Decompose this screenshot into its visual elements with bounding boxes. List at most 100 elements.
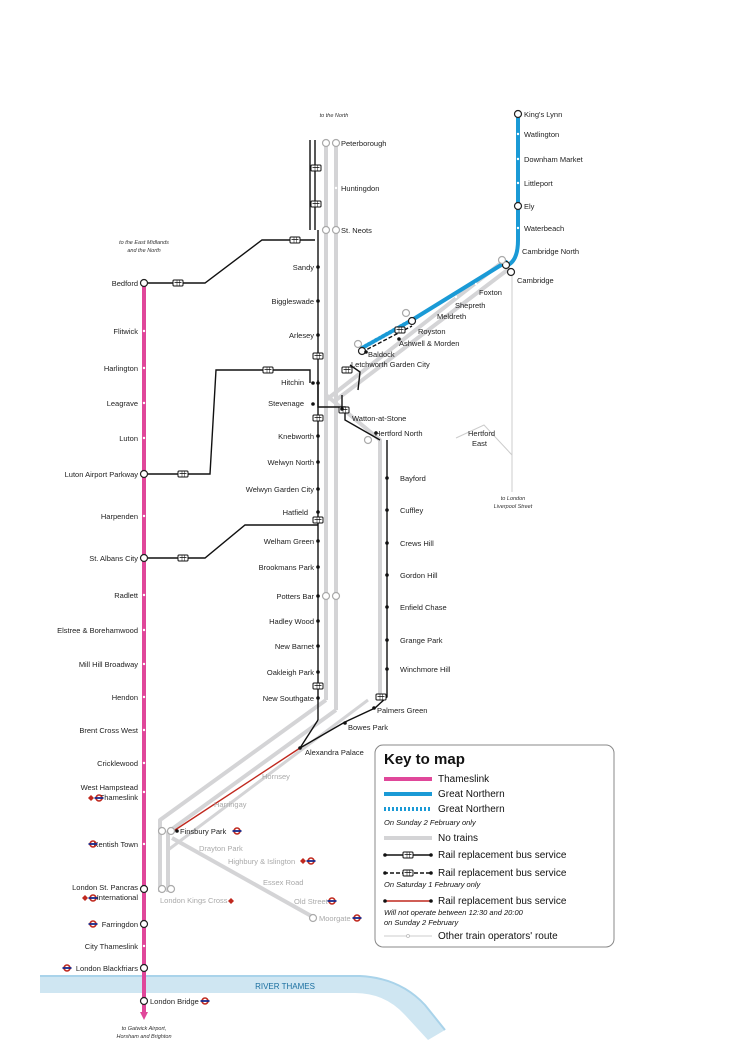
station-highbury: Highbury & Islington xyxy=(228,857,295,866)
station-sandy: Sandy xyxy=(293,263,315,272)
key-item-bus-saturday: Rail replacement bus service xyxy=(438,868,567,879)
stations-london: Hornsey Harringay Finsbury Park Drayton … xyxy=(157,772,363,923)
station-bedford: Bedford xyxy=(112,279,138,288)
note-east-midlands-1: to the East Midlands xyxy=(119,240,169,246)
station-littleport: Littleport xyxy=(524,179,554,188)
station-letchworth: Letchworth Garden City xyxy=(351,360,430,369)
key-title: Key to map xyxy=(384,751,465,768)
station-oakleigh-park: Oakleigh Park xyxy=(267,668,314,677)
station-kings-cross: London Kings Cross xyxy=(160,896,228,905)
key-item-great-northern-sunday: Great Northern xyxy=(438,804,505,815)
station-st-pancras-2: International xyxy=(97,893,139,902)
station-knebworth: Knebworth xyxy=(278,432,314,441)
station-meldreth: Meldreth xyxy=(437,312,466,321)
station-hitchin: Hitchin xyxy=(281,378,304,387)
station-harpenden: Harpenden xyxy=(101,512,138,521)
note-liverpool-street-1: to London xyxy=(501,496,525,502)
station-hertford-north: Hertford North xyxy=(375,429,423,438)
station-bayford: Bayford xyxy=(400,474,426,483)
note-gatwick-2: Horsham and Brighton xyxy=(116,1034,171,1040)
station-cambridge-north: Cambridge North xyxy=(522,247,579,256)
stations-fen: King's Lynn Watlington Downham Market Li… xyxy=(351,109,584,448)
station-old-street: Old Street xyxy=(294,897,329,906)
station-foxton: Foxton xyxy=(479,288,502,297)
station-hadley-wood: Hadley Wood xyxy=(269,617,314,626)
other-operator-route xyxy=(455,270,513,492)
key-item-bus-red-note-1: Will not operate between 12:30 and 20:00 xyxy=(384,908,524,917)
station-harringay: Harringay xyxy=(214,800,247,809)
station-winchmore-hill: Winchmore Hill xyxy=(400,665,451,674)
station-royston: Royston xyxy=(418,327,446,336)
direction-notes: to the North to the East Midlands and th… xyxy=(116,113,532,1040)
station-hatfield: Hatfield xyxy=(283,508,308,517)
station-elstree: Elstree & Borehamwood xyxy=(57,626,138,635)
key-item-other-operators: Other train operators' route xyxy=(438,931,558,942)
station-brookmans-park: Brookmans Park xyxy=(259,563,315,572)
station-watton-at-stone: Watton-at-Stone xyxy=(352,414,406,423)
station-grange-park: Grange Park xyxy=(400,636,443,645)
station-harlington: Harlington xyxy=(104,364,138,373)
station-kentish-town: Kentish Town xyxy=(94,840,138,849)
station-luton-airport: Luton Airport Parkway xyxy=(65,470,139,479)
key-item-great-northern: Great Northern xyxy=(438,789,505,800)
station-huntingdon: Huntingdon xyxy=(341,184,379,193)
note-liverpool-street-2: Liverpool Street xyxy=(494,504,533,510)
station-enfield-chase: Enfield Chase xyxy=(400,603,447,612)
station-gordon-hill: Gordon Hill xyxy=(400,571,438,580)
station-hornsey: Hornsey xyxy=(262,772,290,781)
station-cricklewood: Cricklewood xyxy=(97,759,138,768)
station-shepreth: Shepreth xyxy=(455,301,485,310)
station-essex-road: Essex Road xyxy=(263,878,303,887)
note-east-midlands-2: and the North xyxy=(127,248,160,254)
station-stevenage: Stevenage xyxy=(268,399,304,408)
station-hertford-east-1: Hertford xyxy=(468,429,495,438)
stations-thameslink: Bedford Flitwick Harlington Leagrave Lut… xyxy=(57,278,211,1006)
note-to-north: to the North xyxy=(320,113,349,119)
station-city-thameslink: City Thameslink xyxy=(85,942,138,951)
key-item-no-trains: No trains xyxy=(438,833,478,844)
station-st-neots: St. Neots xyxy=(341,226,372,235)
key-item-bus-saturday-note: On Saturday 1 February only xyxy=(384,880,482,889)
station-finsbury-park: Finsbury Park xyxy=(180,827,227,836)
station-new-barnet: New Barnet xyxy=(275,642,315,651)
stations-ecml: Peterborough Huntingdon St. Neots Sandy … xyxy=(246,138,386,703)
station-london-bridge: London Bridge xyxy=(150,997,199,1006)
station-farringdon: Farringdon xyxy=(102,920,138,929)
river-thames: RIVER THAMES xyxy=(40,975,446,1040)
station-welham-green: Welham Green xyxy=(264,537,314,546)
station-hendon: Hendon xyxy=(112,693,138,702)
station-st-pancras-1: London St. Pancras xyxy=(72,883,138,892)
map-key: Key to map Thameslink Great Northern Gre… xyxy=(374,744,615,948)
note-gatwick-1: to Gatwick Airport, xyxy=(122,1026,167,1032)
station-drayton-park: Drayton Park xyxy=(199,844,243,853)
station-baldock: Baldock xyxy=(368,350,395,359)
station-welwyn-north: Welwyn North xyxy=(267,458,314,467)
station-potters-bar: Potters Bar xyxy=(276,592,314,601)
station-cambridge: Cambridge xyxy=(517,276,554,285)
station-new-southgate: New Southgate xyxy=(263,694,314,703)
station-peterborough: Peterborough xyxy=(341,139,386,148)
station-arlesey: Arlesey xyxy=(289,331,314,340)
station-mill-hill: Mill Hill Broadway xyxy=(79,660,138,669)
key-item-bus: Rail replacement bus service xyxy=(438,850,567,861)
station-kings-lynn: King's Lynn xyxy=(524,110,562,119)
station-leagrave: Leagrave xyxy=(107,399,138,408)
station-ely: Ely xyxy=(524,202,535,211)
thameslink-line xyxy=(140,283,148,1020)
stations-hertford-loop: Watton-at-Stone Hertford North Bayford C… xyxy=(298,407,451,757)
station-luton: Luton xyxy=(119,434,138,443)
station-alexandra-palace: Alexandra Palace xyxy=(305,748,364,757)
station-biggleswade: Biggleswade xyxy=(271,297,314,306)
station-bowes-park: Bowes Park xyxy=(348,723,388,732)
key-item-thameslink: Thameslink xyxy=(438,774,490,785)
station-downham-market: Downham Market xyxy=(524,155,584,164)
bus-routes-red xyxy=(171,747,301,833)
station-hertford-east-2: East xyxy=(472,439,488,448)
station-st-albans: St. Albans City xyxy=(89,554,138,563)
station-ashwell-morden: Ashwell & Morden xyxy=(399,339,459,348)
station-flitwick: Flitwick xyxy=(113,327,138,336)
station-watlington: Watlington xyxy=(524,130,559,139)
station-west-hampstead-2: Thameslink xyxy=(100,793,139,802)
station-blackfriars: London Blackfriars xyxy=(76,964,138,973)
